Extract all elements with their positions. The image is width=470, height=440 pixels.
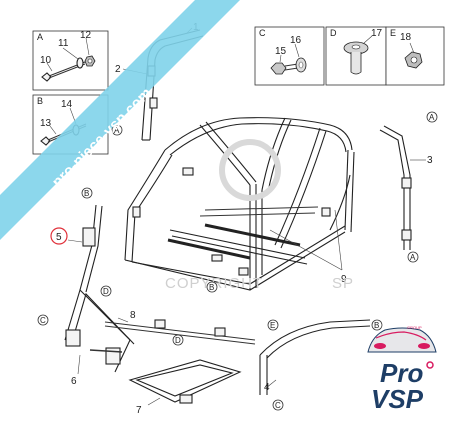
callout-b-left: B — [81, 187, 93, 199]
nut-12-icon — [84, 55, 96, 67]
label-11: 11 — [58, 38, 69, 49]
label-13: 13 — [40, 118, 52, 129]
svg-text:C: C — [40, 316, 46, 325]
logo-line2: VSP — [371, 384, 424, 414]
callout-e: E — [267, 319, 279, 331]
label-15: 15 — [275, 46, 287, 57]
part-7-frame: 7 — [128, 359, 242, 416]
label-part-4: 4 — [264, 382, 270, 393]
label-16: 16 — [290, 35, 302, 46]
label-part-6: 6 — [71, 376, 77, 387]
detail-box-e-letter: E — [390, 28, 396, 38]
callout-a-right-top: A — [426, 111, 438, 123]
detail-box-a: A 10 11 12 — [32, 30, 109, 91]
svg-text:A: A — [114, 126, 120, 135]
detail-box-e: E 18 — [385, 26, 445, 86]
copyright-watermark-tail: SP — [332, 275, 354, 292]
label-part-3: 3 — [427, 155, 433, 166]
detail-box-d-letter: D — [330, 28, 337, 38]
detail-box-b-letter: B — [37, 96, 43, 106]
logo-line1: Pro — [380, 358, 423, 388]
part-3-pillar: 3 — [379, 125, 433, 250]
callout-c-left: C — [37, 314, 49, 326]
callout-a-right-bottom: A — [407, 251, 419, 263]
svg-text:D: D — [103, 287, 109, 296]
label-17: 17 — [371, 28, 383, 39]
part-6-frame: 6 — [64, 288, 135, 387]
faint-logo-mark — [219, 139, 281, 201]
svg-text:A: A — [410, 253, 416, 262]
svg-text:B: B — [84, 189, 89, 198]
detail-box-a-letter: A — [37, 32, 43, 42]
callout-a-top: A — [111, 124, 123, 136]
bushing-17-icon — [343, 41, 369, 75]
label-10: 10 — [40, 55, 52, 66]
svg-text:A: A — [429, 113, 435, 122]
part-4-tube: 4 — [259, 319, 371, 395]
label-part-9: 9 — [341, 274, 347, 285]
washer-16-icon — [295, 57, 307, 73]
svg-text:B: B — [374, 321, 379, 330]
label-part-8: 8 — [130, 310, 136, 321]
label-part-7: 7 — [136, 405, 142, 416]
svg-text:D: D — [175, 336, 181, 345]
label-18: 18 — [400, 32, 412, 43]
detail-box-c-letter: C — [259, 28, 266, 38]
callout-c-bottom: C — [272, 399, 284, 411]
callout-d-left: D — [100, 285, 112, 297]
callout-d-centre: D — [172, 334, 184, 346]
svg-text:B: B — [209, 283, 214, 292]
part-5-highlight-circle — [50, 227, 68, 245]
label-part-2: 2 — [115, 64, 121, 75]
label-12: 12 — [80, 30, 92, 41]
detail-box-d: D 17 — [325, 26, 387, 86]
detail-box-c: C 15 16 — [254, 26, 325, 86]
car-logo-icon — [367, 327, 437, 353]
svg-text:C: C — [275, 401, 281, 410]
pro-vsp-logo: Pro VSP GROUP — [367, 325, 437, 414]
main-cage: 9 — [124, 117, 355, 291]
label-14: 14 — [61, 99, 73, 110]
nut-18-icon — [404, 51, 423, 69]
part-5-bracket: 5 — [50, 204, 103, 293]
callout-b-centre: B — [206, 281, 218, 293]
spacer-11-icon — [76, 57, 84, 69]
svg-text:E: E — [270, 321, 275, 330]
callout-b-right: B — [371, 319, 383, 331]
label-part-5: 5 — [56, 232, 62, 243]
logo-tag: GROUP — [407, 325, 422, 330]
